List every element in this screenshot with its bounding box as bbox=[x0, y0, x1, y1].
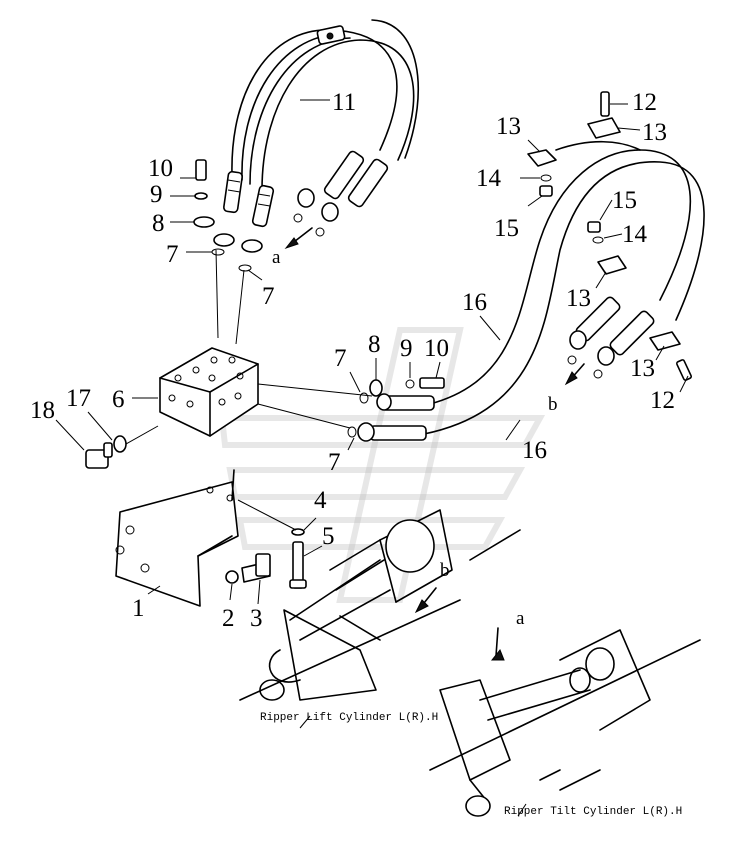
callout-13-top-right: 13 bbox=[642, 119, 667, 146]
callout-13-lower: 13 bbox=[630, 355, 655, 382]
lift-cylinder bbox=[239, 509, 521, 701]
caption-lift-cylinder: Ripper Lift Cylinder L(R).H bbox=[260, 712, 438, 724]
callout-9-upper: 9 bbox=[150, 181, 163, 208]
callout-13-mid: 13 bbox=[566, 285, 591, 312]
callout-5: 5 bbox=[322, 523, 335, 550]
callout-10-upper: 10 bbox=[148, 155, 173, 182]
connection-a-upper: a bbox=[272, 247, 281, 268]
connection-b-upper: b bbox=[548, 394, 558, 415]
callout-13-top-left: 13 bbox=[496, 113, 521, 140]
callout-14-lower: 14 bbox=[622, 221, 648, 248]
callout-7-upper-right: 7 bbox=[262, 283, 275, 310]
callout-12-lower: 12 bbox=[650, 387, 675, 414]
bolt-stack-upper-left bbox=[193, 159, 252, 272]
callout-3: 3 bbox=[250, 605, 263, 632]
connection-b-lower: b bbox=[440, 560, 450, 581]
hose-16-assembly bbox=[357, 140, 705, 442]
hose-11-assembly bbox=[213, 19, 420, 253]
callout-numbers: 11 10 9 8 7 7 a 6 18 17 1 2 3 4 5 7 8 9 … bbox=[30, 89, 675, 632]
callout-16-lower: 16 bbox=[522, 437, 547, 464]
connection-a-lower: a bbox=[516, 608, 525, 629]
callout-15-upper: 15 bbox=[494, 215, 519, 242]
callout-16-upper: 16 bbox=[462, 289, 487, 316]
callout-7-mid-upper: 7 bbox=[334, 345, 347, 372]
callout-leaders bbox=[55, 99, 689, 817]
callout-1: 1 bbox=[132, 595, 145, 622]
caption-tilt-cylinder: Ripper Tilt Cylinder L(R).H bbox=[504, 806, 682, 818]
callout-17: 17 bbox=[66, 385, 91, 412]
clamp-13-lower bbox=[587, 221, 692, 381]
tilt-cylinder bbox=[429, 627, 701, 817]
plug-18 bbox=[85, 435, 127, 469]
leader-lines bbox=[237, 383, 373, 531]
callout-7-mid-lower: 7 bbox=[328, 449, 341, 476]
callout-9-mid: 9 bbox=[400, 335, 413, 362]
valve-block-6 bbox=[159, 249, 259, 437]
bracket-1 bbox=[115, 469, 239, 607]
callout-11: 11 bbox=[332, 89, 356, 116]
callout-6: 6 bbox=[112, 386, 125, 413]
callout-7-upper-left: 7 bbox=[166, 241, 179, 268]
callout-2: 2 bbox=[222, 605, 235, 632]
callout-15-lower: 15 bbox=[612, 187, 637, 214]
bolt-5 bbox=[289, 528, 307, 589]
clamp-13-upper bbox=[527, 91, 621, 197]
callout-8-mid: 8 bbox=[368, 331, 381, 358]
callout-10-mid: 10 bbox=[424, 335, 449, 362]
callout-12-top: 12 bbox=[632, 89, 657, 116]
callout-18: 18 bbox=[30, 397, 55, 424]
callout-14-upper: 14 bbox=[476, 165, 502, 192]
callout-4: 4 bbox=[314, 487, 327, 514]
callout-8-upper: 8 bbox=[152, 210, 165, 237]
bolt-3 bbox=[225, 553, 271, 584]
